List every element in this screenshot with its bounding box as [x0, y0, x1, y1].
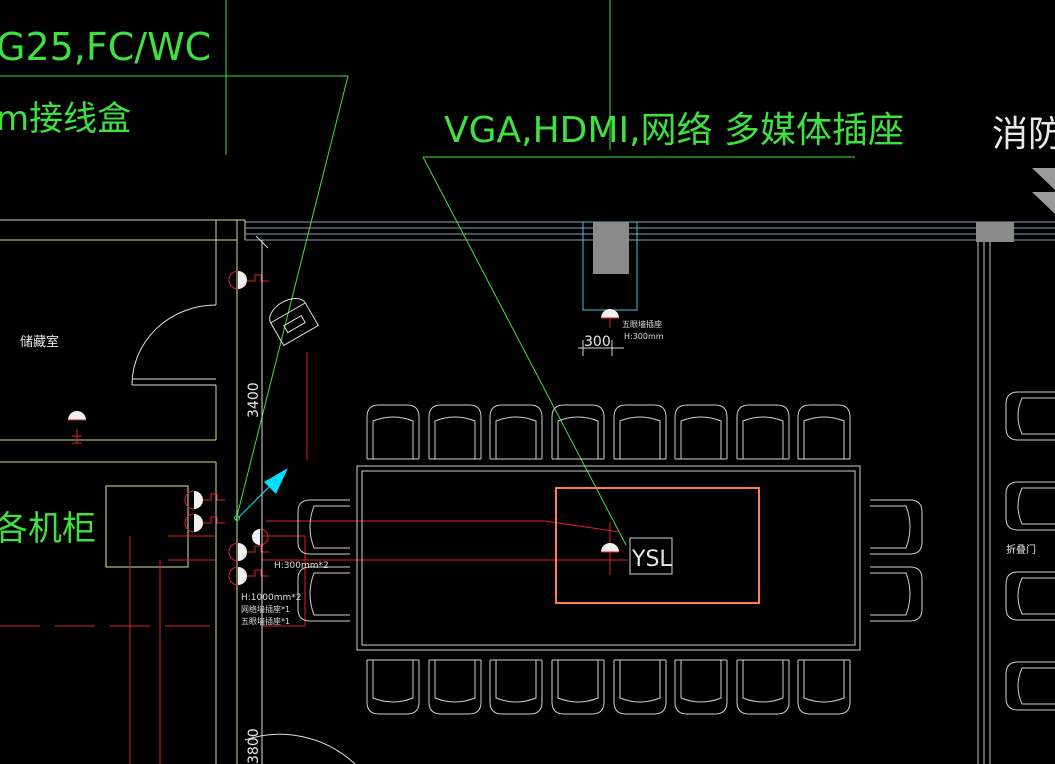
walls: [0, 219, 246, 764]
folding-door-label: 折叠门: [1006, 543, 1036, 556]
lower-door-arc: [244, 733, 356, 764]
chair: [674, 404, 728, 460]
socket-top-label-2: H:300mm: [624, 332, 664, 341]
chair: [736, 659, 790, 715]
ysl-box: [629, 537, 673, 575]
chair: [297, 566, 350, 622]
top-left-spec: G25,FC/WC: [0, 25, 211, 69]
wall-recess: [582, 221, 638, 311]
socket-top-label-1: 五眼墙插座: [622, 319, 662, 329]
chair: [870, 566, 923, 622]
socket-wires: [72, 274, 269, 577]
chair: [1005, 481, 1055, 531]
chair: [1005, 391, 1055, 441]
h1000x2-label: H:1000mm*2: [241, 593, 301, 603]
ysl-label: YSL: [631, 547, 672, 572]
socket-icon: [184, 490, 203, 510]
chair: [797, 659, 851, 715]
highlight-box: [555, 487, 760, 604]
chair: [428, 404, 482, 460]
annotation-leaders: [0, 0, 855, 546]
sockets: [68, 270, 619, 586]
chair: [489, 404, 543, 460]
chair: [613, 659, 667, 715]
socket-icon: [228, 566, 247, 586]
right-wall: [977, 242, 991, 764]
h300x2-label: H:300mm*2: [274, 561, 329, 571]
multimedia-label: VGA,HDMI,网络 多媒体插座: [444, 110, 904, 151]
chairs: [297, 391, 1055, 715]
socket-icon: [228, 270, 247, 290]
chair: [489, 659, 543, 715]
dimension-lines: [255, 235, 624, 764]
cabinet-box: [105, 485, 189, 568]
chair: [736, 404, 790, 460]
chair: [297, 499, 350, 555]
wall-fixture-icon: [269, 297, 320, 347]
socket-icon: [68, 411, 86, 421]
net-socket-label: 网络墙插座*1: [241, 604, 290, 614]
top-left-junction: m接线盒: [0, 99, 131, 139]
socket-icon: [184, 513, 203, 533]
dim-300: 300: [584, 334, 611, 350]
conference-table: [356, 465, 861, 651]
socket-icon: [601, 543, 619, 553]
chair: [551, 659, 605, 715]
cyan-arrow-icon: [237, 468, 288, 519]
five-socket-label: 五眼墙插座*1: [241, 616, 290, 626]
chair: [870, 499, 923, 555]
chair: [366, 659, 420, 715]
dim-3400: 3400: [246, 382, 262, 418]
junction-point: [234, 515, 240, 521]
outer-wall: [245, 221, 1055, 241]
chair: [797, 404, 851, 460]
socket-icon: [601, 309, 619, 319]
socket-icon: [228, 542, 247, 562]
storage-door: [131, 304, 217, 386]
cabinet-label: 各机柜: [0, 509, 96, 549]
chair: [366, 404, 420, 460]
chair: [613, 404, 667, 460]
dim-3800: 3800: [246, 728, 262, 764]
fire-arrow-shape: [1032, 168, 1055, 190]
chair: [674, 659, 728, 715]
wall-column: [976, 222, 1014, 242]
chair: [1005, 661, 1055, 711]
chair: [551, 404, 605, 460]
chair: [1005, 571, 1055, 621]
fire-label: 消防: [992, 114, 1055, 155]
storage-room-label: 储藏室: [20, 334, 59, 350]
socket-icon: [252, 528, 269, 546]
fire-arrow-shape-2: [1032, 192, 1055, 214]
chair: [428, 659, 482, 715]
